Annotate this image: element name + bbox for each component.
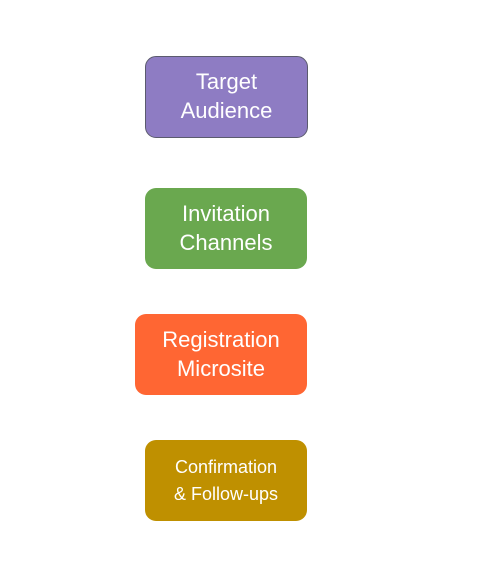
step-label-line-1: Target: [195, 69, 258, 95]
step-box-confirmation-follow-ups: Confirmation & Follow-ups: [145, 440, 307, 521]
step-box-registration-microsite: Registration Microsite: [135, 314, 307, 395]
step-label-line-1: Invitation: [181, 200, 271, 226]
step-label-line-1: Confirmation: [174, 457, 278, 478]
step-label-line-2: Microsite: [176, 355, 265, 381]
step-label-line-2: & Follow-ups: [173, 483, 279, 504]
step-box-invitation-channels: Invitation Channels: [145, 188, 307, 269]
step-label-line-2: Channels: [179, 229, 273, 255]
step-label-line-2: Audience: [180, 98, 273, 123]
step-box-target-audience: Target Audience: [145, 56, 308, 138]
step-label-line-1: Registration: [162, 326, 280, 352]
